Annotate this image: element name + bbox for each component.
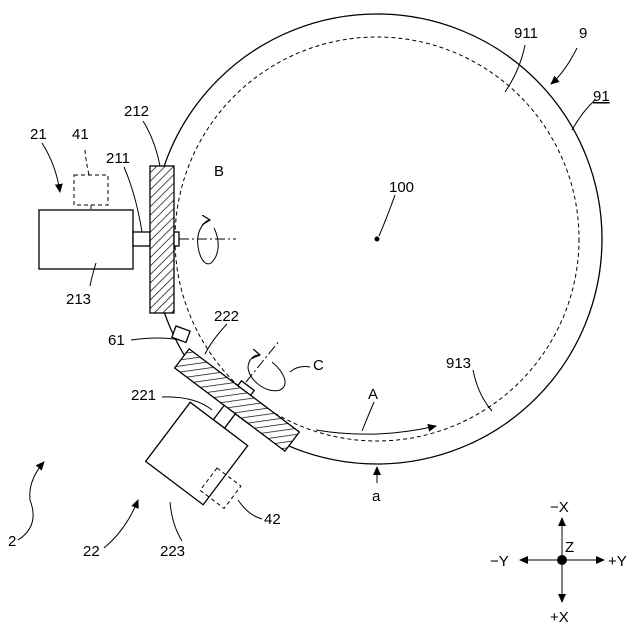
label-211: 211: [106, 150, 130, 167]
label-A: A: [368, 386, 378, 403]
label-21: 21: [30, 126, 47, 143]
wafer-center-point: [375, 237, 380, 242]
label-9: 9: [579, 25, 587, 42]
rotation-a-arrow: [316, 426, 436, 434]
rotation-b-arrow: [198, 220, 219, 264]
axis-minus-x-label: −X: [550, 499, 569, 516]
label-91: 91: [593, 88, 610, 105]
label-21-arrow: [42, 143, 60, 192]
label-a: a: [372, 488, 381, 505]
label-9-arrow: [551, 48, 577, 84]
label-B: B: [214, 163, 224, 180]
label-913: 913: [446, 355, 471, 372]
label-213: 213: [66, 291, 91, 308]
first-grinder-hub: [174, 232, 179, 246]
leader-C: [290, 367, 310, 372]
axis-plus-x-label: +X: [550, 609, 569, 626]
leader-222: [205, 324, 227, 354]
first-sensor-41: [74, 175, 108, 205]
first-motor-213: [39, 210, 133, 269]
label-41: 41: [72, 126, 89, 143]
leader-A: [362, 402, 374, 431]
leader-42: [238, 500, 262, 519]
leader-61: [131, 338, 180, 340]
leader-913: [473, 370, 492, 411]
axis-minus-y-label: −Y: [490, 553, 509, 570]
label-42: 42: [264, 511, 281, 528]
label-223: 223: [160, 543, 185, 560]
label-2-arrow: [18, 462, 44, 540]
label-212: 212: [124, 103, 149, 120]
leader-100: [379, 195, 395, 236]
label-221: 221: [131, 387, 156, 404]
leader-91: [572, 100, 595, 130]
label-22: 22: [83, 543, 100, 560]
rotation-c-arrow: [248, 355, 285, 391]
label-911: 911: [514, 25, 538, 42]
label-2: 2: [8, 533, 16, 550]
leader-41: [85, 150, 89, 175]
coordinate-axes: [520, 518, 604, 602]
label-22-arrow: [104, 500, 138, 548]
nozzle-61: [172, 326, 190, 342]
leader-223: [170, 502, 182, 541]
label-222: 222: [214, 308, 239, 325]
axis-z-label: Z: [565, 539, 574, 556]
first-shaft-211: [133, 232, 150, 246]
label-C: C: [313, 357, 324, 374]
label-100: 100: [389, 179, 414, 196]
axis-plus-y-label: +Y: [608, 553, 627, 570]
leader-212: [143, 121, 160, 166]
label-61: 61: [108, 332, 125, 349]
first-grinder-212: [150, 166, 174, 313]
